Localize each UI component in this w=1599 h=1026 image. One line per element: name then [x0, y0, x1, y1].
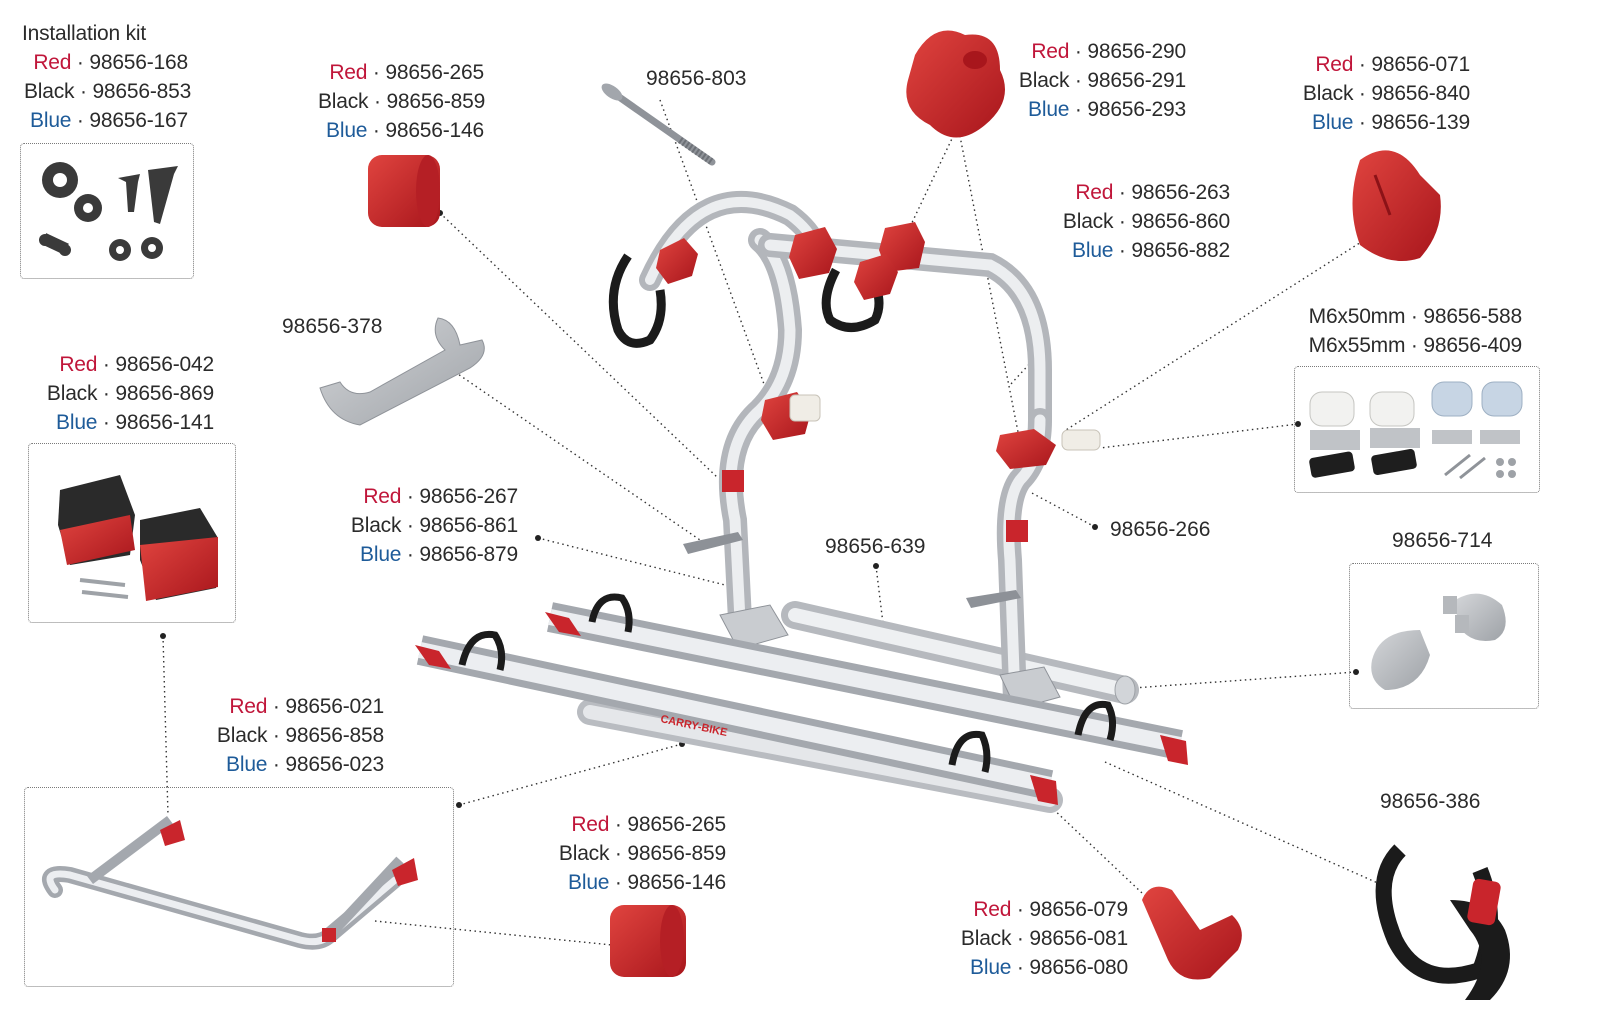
holder-image [319, 317, 485, 426]
knob-top-codes: Red · 98656-290 Black · 98656-291 Blue ·… [1018, 40, 1186, 121]
knob-right-codes: Red · 98656-071 Black · 98656-840 Blue ·… [1302, 53, 1470, 134]
bumper-set-image [1309, 381, 1523, 480]
knob-top-image [906, 30, 1005, 138]
rack-frame-box [24, 787, 454, 987]
cap-top-image [368, 155, 440, 227]
frame-part-codes: Red · 98656-267 Black · 98656-861 Blue ·… [350, 485, 518, 566]
cap-top-codes: Red · 98656-265 Black · 98656-859 Blue ·… [318, 61, 486, 142]
clamp-set-left-codes: Red · 98656-042 Black · 98656-869 Blue ·… [46, 353, 214, 434]
kit-title: Installation kit [22, 22, 147, 45]
bolt-code: 98656-803 [646, 67, 747, 90]
rack-frame-image [42, 816, 418, 950]
arm-clamp-codes: Red · 98656-263 Black · 98656-860 Blue ·… [1062, 181, 1230, 262]
bike-rack-assembly [415, 191, 1188, 813]
rack-frame-codes: Red · 98656-021 Black · 98656-858 Blue ·… [216, 695, 384, 776]
clamp-set-box [28, 443, 236, 623]
bumper-set-codes: M6x50mm · 98656-588 M6x55mm · 98656-409 [1308, 305, 1523, 357]
clamp-set-left-image [58, 475, 218, 601]
strap-image [1375, 844, 1510, 1000]
cap-bottom-image [610, 905, 686, 977]
bumper-set-box [1294, 366, 1540, 493]
bolt-image [601, 83, 716, 166]
end-caps-box [1349, 563, 1539, 709]
knob-right-image [1352, 150, 1441, 262]
kit-box [20, 143, 194, 279]
end-caps-code: 98656-714 [1392, 529, 1493, 552]
lower-arm-code: 98656-266 [1110, 518, 1211, 541]
rail-end-codes: Red · 98656-079 Black · 98656-081 Blue ·… [960, 898, 1128, 979]
strap-code: 98656-386 [1380, 790, 1481, 813]
leader-lines [162, 99, 1381, 946]
cap-bottom-codes: Red · 98656-265 Black · 98656-859 Blue ·… [558, 813, 726, 894]
tube-code: 98656-639 [825, 535, 926, 558]
kit-icons [39, 162, 178, 261]
kit-codes: Red · 98656-168 Black · 98656-853 Blue ·… [24, 51, 192, 132]
holder-code: 98656-378 [282, 315, 383, 338]
end-caps-image [1371, 593, 1506, 690]
rail-end-image [1142, 886, 1242, 980]
